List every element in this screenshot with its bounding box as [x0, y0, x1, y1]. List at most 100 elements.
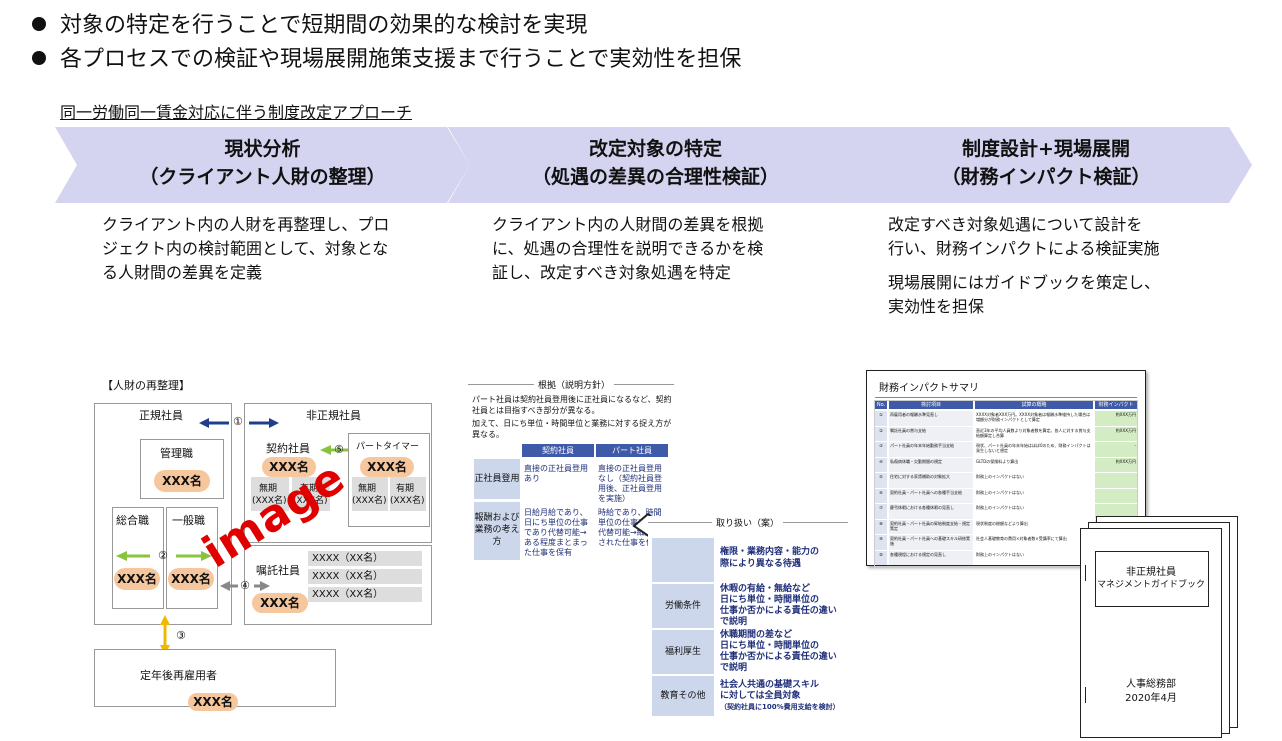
career-count-badge: XXX名 — [114, 568, 160, 590]
fin-row-impact — [1095, 473, 1137, 488]
fin-header-no: No. — [875, 401, 887, 409]
fin-row-item: 住宅に対する家賃補助の対象拡大 — [889, 473, 973, 488]
double-arrow-icon — [199, 418, 279, 428]
step-number-2: ② — [158, 549, 168, 562]
fin-row-no: ⑦ — [875, 504, 887, 519]
general-count-badge: XXX名 — [168, 568, 214, 590]
figure-personnel-reorg: 【人財の再整理】 正規社員 非正規社員 ① 管理職 XXX名 総合職 一般職 ②… — [94, 375, 439, 711]
part-timer-count-badge: XXX名 — [360, 457, 414, 477]
fin-row-item: 私傷病休職・欠勤期間の規定 — [889, 457, 973, 472]
indefinite-term-box — [251, 477, 289, 511]
treatment-header: 取り扱い（案） — [712, 516, 784, 529]
fin-row-item: 慶弔休暇における各種休暇の見直し — [889, 504, 973, 519]
fin-row-impact: 約XXX万円 — [1095, 411, 1137, 426]
double-arrow-icon — [116, 551, 212, 561]
fixed-term-count: (XXX名) — [293, 496, 328, 506]
fin-row-desc: 直近3年の平均人員数より対象者数を算定。各人に対する賞与支給額算定し合算 — [975, 426, 1093, 441]
financial-summary-title: 財務インパクトサマリ — [879, 383, 979, 394]
contract-count-badge: XXX名 — [262, 457, 316, 477]
fixed-term-label: 有期 — [300, 484, 319, 494]
fin-row-no: ④ — [875, 457, 887, 472]
fin-row-impact: 約XXX万円 — [1095, 426, 1137, 441]
rationale-r2c2: 時給であり、時間単位の仕事であり代替可能→細分化された仕事を保有 — [598, 508, 662, 547]
rationale-r1c2: 直接の正社員登用なし（契約社員登用後、正社員登用を実施） — [598, 464, 662, 503]
part-indefinite-count: (XXX名) — [352, 496, 387, 506]
manager-label: 管理職 — [160, 447, 193, 460]
rationale-header: 根拠（説明方針） — [534, 378, 615, 391]
part-indefinite-box — [352, 477, 388, 511]
general-track-box — [166, 507, 218, 609]
regular-employee-label: 正規社員 — [139, 409, 183, 422]
step-2-subtitle: （処遇の差異の合理性検証） — [531, 166, 779, 188]
guidebook-date: 2020年4月 — [1125, 693, 1177, 704]
nonregular-employee-label: 非正規社員 — [306, 409, 361, 422]
bullet-dot-icon — [32, 51, 46, 65]
rationale-col-part: パート社員 — [596, 444, 668, 457]
step-1-subtitle: （クライアント人財の整理） — [139, 166, 386, 188]
fin-row-desc: 財務上のインパクトはない — [975, 504, 1093, 519]
guidebook-title-box — [1095, 551, 1209, 607]
chevron-shape-icon — [840, 127, 1252, 203]
step-number-1: ① — [233, 415, 243, 428]
treatment-row-authority: 権限・業務内容・能力の 際により異なる待遇 — [720, 547, 820, 569]
rationale-paragraph-2: 加えて、日にち単位・時間単位と業務に対する捉え方が異なる。 — [472, 419, 672, 439]
fin-row-desc: 現状制度の総額などより算出 — [975, 519, 1093, 534]
fin-row-no: ⑩ — [875, 550, 887, 565]
commissioned-row-2: XXXX（XX名） — [308, 569, 422, 584]
fin-row-no: ③ — [875, 442, 887, 457]
fin-row-item: 再雇用者の報酬水準見直し — [889, 411, 973, 426]
fin-row-desc: 財務上のインパクトはない — [975, 473, 1093, 488]
fin-row-item: 嘱託社員の賞与支給 — [889, 426, 973, 441]
fin-row-item: 契約社員・パート社員への基礎スキル研修実施 — [889, 535, 973, 550]
commissioned-row-3: XXXX（XX名） — [308, 587, 422, 602]
treatment-row-label-welfare: 福利厚生 — [652, 630, 714, 674]
fin-header-item: 検討項目 — [889, 401, 973, 409]
double-arrow-icon — [220, 581, 270, 591]
fin-row-desc: 現状、パート社員の年末年始はほぼ0のため、財務インパクトは発生しないと想定 — [975, 442, 1093, 457]
fin-row-desc: XXXX対象者XXX万円。XXXX対象者は報酬水準維持した場合は増額分が財務イン… — [975, 411, 1093, 426]
rationale-r2c1: 日給月給であり、日にち単位の仕事であり代替可能→ある程度まとまった仕事を保有 — [524, 508, 588, 557]
rationale-col-contract: 契約社員 — [522, 444, 594, 457]
fixed-term-box — [292, 477, 330, 511]
fin-row-no: ⑥ — [875, 488, 887, 503]
step-number-5: ⑤ — [334, 443, 344, 456]
guidebook-title-line2: マネジメントガイドブック — [1096, 580, 1205, 590]
treatment-row-education: 社会人共通の基礎スキル に対しては全員対象 （契約社員に100%費用支給を検討） — [720, 680, 840, 711]
guidebook-title-line1: 非正規社員 — [1126, 567, 1176, 578]
rationale-r1c1: 直接の正社員登用あり — [524, 464, 588, 483]
treatment-row-label-education: 教育その他 — [652, 676, 714, 716]
chevron-shape-icon — [55, 127, 470, 203]
commissioned-employee-label: 嘱託社員 — [256, 564, 300, 577]
indefinite-term-count: (XXX名) — [252, 496, 287, 506]
general-track-label: 一般職 — [172, 514, 205, 527]
step-3-subtitle: （財務インパクト検証） — [941, 166, 1151, 188]
treatment-row-label — [652, 538, 714, 582]
fin-header-impact: 財務インパクト — [1095, 401, 1137, 409]
fin-row-no: ② — [875, 426, 887, 441]
fin-row-item: 契約社員・パート社員の昇給制度支給・規定策定 — [889, 519, 973, 534]
treatment-row-welfare: 休職期間の差など 日にち単位・時間単位の 仕事か否かによる責任の違い で説明 — [720, 630, 837, 673]
part-timer-label: パートタイマー — [356, 442, 420, 452]
reemployed-retiree-label: 定年後再雇用者 — [140, 669, 217, 682]
commissioned-row-1: XXXX（XX名） — [308, 551, 422, 566]
fin-row-no: ⑤ — [875, 473, 887, 488]
guidebook-cover: 非正規社員 マネジメントガイドブック 人事総務部 2020年4月 — [1080, 528, 1222, 738]
part-fixed-label: 有期 — [396, 484, 415, 494]
step-number-3: ③ — [176, 629, 186, 642]
fin-row-item: パート社員の年末年始勤務手当支給 — [889, 442, 973, 457]
step-2-title: 改定対象の特定 — [588, 138, 722, 160]
fin-row-impact — [1095, 504, 1137, 519]
manager-count-badge: XXX名 — [154, 470, 210, 492]
reemployed-count-badge: XXX名 — [188, 693, 238, 711]
step-2-description: クライアント内の人財間の差異を根拠 に、処遇の合理性を説明できるかを検 証し、改… — [492, 215, 764, 282]
fin-row-no: ① — [875, 411, 887, 426]
fin-row-desc: 社会人基礎教育の費用×対象者数×受講率にて算出 — [975, 535, 1093, 550]
rationale-row-promotion: 正社員登用 — [474, 459, 520, 499]
rationale-row-pay: 報酬および業務の考え方 — [474, 502, 520, 560]
commissioned-count-badge: XXX名 — [252, 593, 308, 613]
part-fixed-box — [390, 477, 426, 511]
step-1-description: クライアント内の人財を再整理し、プロ ジェクト内の検討範囲として、対象とな る人… — [102, 215, 390, 282]
fin-row-impact: 約XXX万円 — [1095, 457, 1137, 472]
fin-row-desc: 財務上のインパクトはない — [975, 550, 1093, 565]
figure-treatment: 取り扱い（案） 権限・業務内容・能力の 際により異なる待遇 労働条件 休暇の有給… — [648, 516, 848, 720]
